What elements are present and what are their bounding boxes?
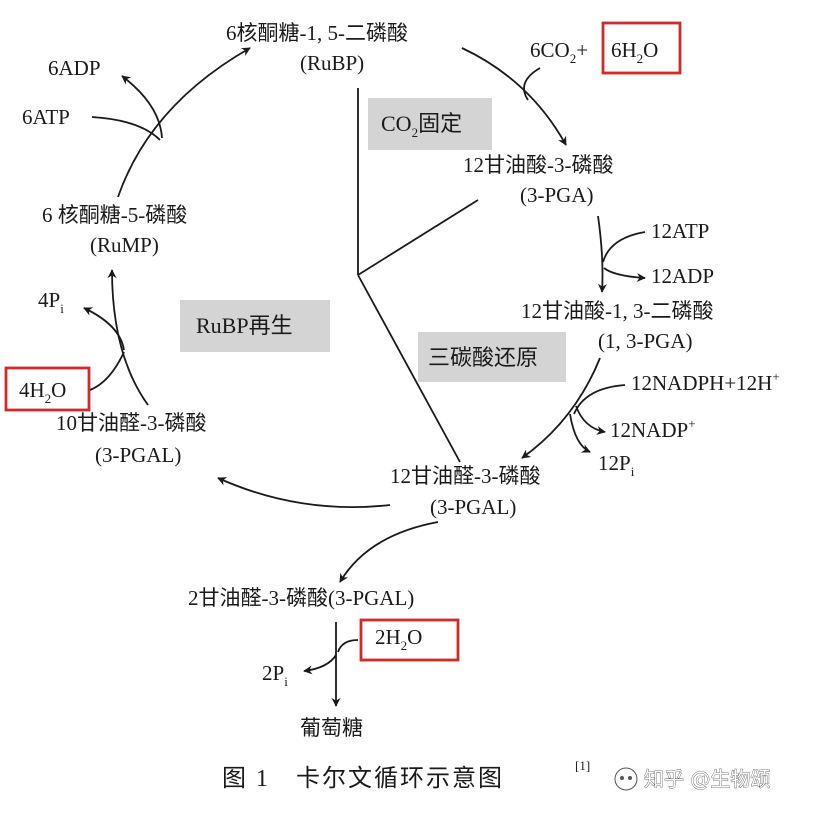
nadph-input-label: 12NADPH+12H+ (631, 369, 780, 395)
rubp-abbr: (RuBP) (300, 51, 364, 75)
glucose-label: 葡萄糖 (300, 716, 363, 740)
co2-input-arrow (523, 67, 541, 101)
adp-12-output-label: 12ADP (651, 264, 714, 288)
figure-caption-reference: [1] (575, 758, 590, 773)
arrow-rump-to-rubp (117, 47, 251, 198)
rump-abbr: (RuMP) (90, 233, 159, 257)
stage-label-reduction: 三碳酸还原 (428, 345, 538, 370)
adp-12-output-arrow (603, 267, 646, 282)
pgal12-abbr: (3-PGAL) (430, 495, 516, 519)
atp-12-input-arrow (602, 231, 646, 263)
arrow-pgal12-to-pgal2 (339, 521, 439, 583)
pi-2-output-label: 2Pi (262, 661, 288, 689)
h2o-2-highlight-box (359, 618, 460, 662)
stage-label-regeneration: RuBP再生 (196, 313, 293, 338)
pi-2-output-arrow (303, 654, 337, 675)
arrow-pgal12-to-pgal10 (217, 477, 391, 509)
nadp-output-label: 12NADP+ (610, 416, 696, 442)
stage-box-fixation (368, 98, 492, 150)
atp-12-input-label: 12ATP (651, 219, 709, 243)
pi-4-output-label: 4Pi (38, 288, 64, 316)
nadp-output-arrow (575, 405, 606, 435)
pgal2-label: 2甘油醛-3-磷酸(3-PGAL) (188, 586, 414, 610)
pi-12-output-label: 12Pi (598, 451, 635, 479)
stage-label-fixation: CO2固定 (381, 111, 462, 140)
atp-6-input-label: 6ATP (22, 105, 70, 129)
pgal12-label: 12甘油醛-3-磷酸 (390, 464, 541, 488)
arrow-pgal10-to-rump (107, 269, 149, 406)
pi-12-output-arrow (569, 413, 591, 453)
pga-label: 12甘油酸-3-磷酸 (463, 153, 614, 177)
h2o-6-highlight-box (601, 21, 682, 75)
zhihu-logo-icon (614, 767, 638, 791)
adp-6-output-label: 6ADP (48, 56, 101, 80)
rump-label: 6 核酮糖-5-磷酸 (42, 203, 187, 227)
h2o-2-input-label: 2H2O (375, 625, 422, 653)
arrow-rubp-to-pga (461, 47, 567, 146)
h2o-4-input-arrow (89, 351, 125, 391)
pga-abbr: (3-PGA) (520, 183, 594, 207)
co2-input-label: 6CO2+ (530, 38, 588, 66)
bpga-label: 12甘油酸-1, 3-二磷酸 (521, 299, 714, 323)
rubp-label: 6核酮糖-1, 5-二磷酸 (226, 21, 408, 45)
divider-line-upper-right (357, 199, 479, 276)
arrow-bpga-to-pgal12 (521, 357, 601, 459)
figure-caption: 图 1 卡尔文循环示意图 (222, 765, 504, 792)
stage-box-regeneration (180, 300, 330, 352)
pgal10-label: 10甘油醛-3-磷酸 (56, 411, 207, 435)
arrow-pga-to-bpga (597, 215, 607, 293)
watermark-text: 知乎 @生物颂 (644, 767, 770, 791)
atp-6-input-arrow (91, 116, 161, 141)
nadph-input-arrow (573, 384, 626, 415)
h2o-6-input-label: 6H2O (611, 38, 658, 66)
stage-box-reduction (418, 332, 566, 382)
adp-6-output-arrow (121, 75, 163, 139)
pgal10-abbr: (3-PGAL) (95, 443, 181, 467)
h2o-2-input-arrow (337, 639, 359, 653)
h2o-4-highlight-box (4, 366, 91, 412)
h2o-4-input-label: 4H2O (19, 378, 66, 406)
bpga-abbr: (1, 3-PGA) (598, 329, 693, 353)
pi-4-output-arrow (83, 307, 125, 351)
divider-line-lower-right (357, 274, 461, 463)
